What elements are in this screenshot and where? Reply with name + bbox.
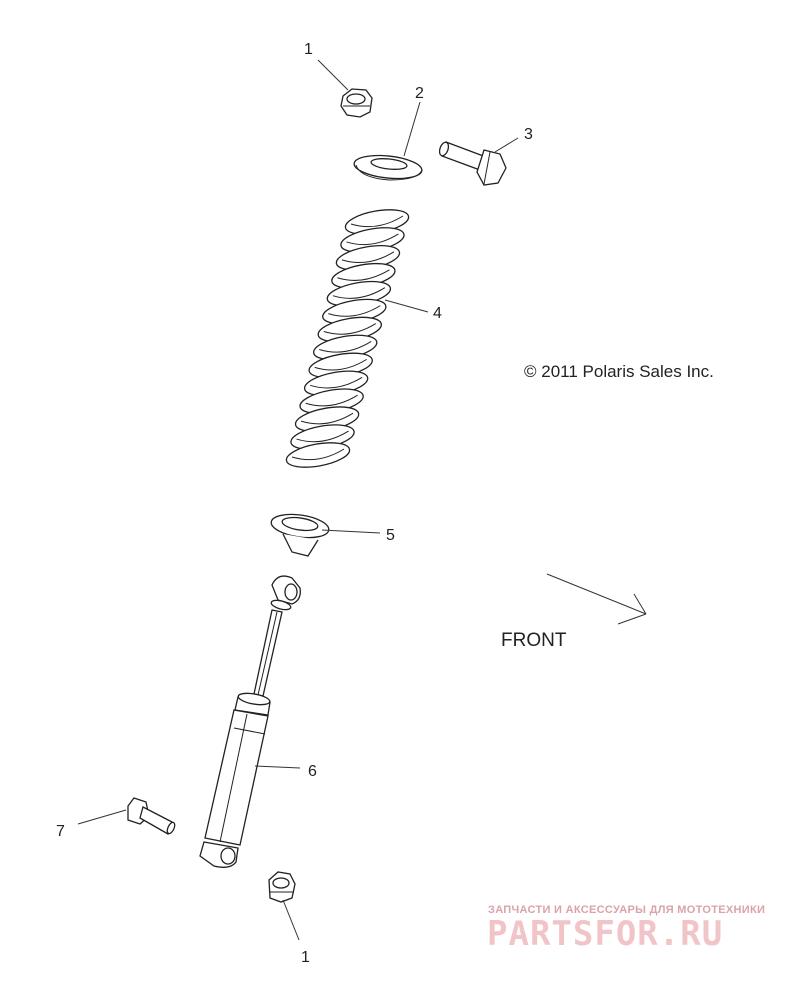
callout-2: 2 [415,85,424,102]
spring-coil-inner [328,305,381,317]
shock-absorber [199,575,301,868]
callout-5: 5 [386,527,395,544]
bolt-top [438,141,507,186]
spring-coil-inner [332,287,386,299]
leader-1-bottom [282,899,300,941]
callout-4: 4 [433,305,442,322]
spring-coil-inner [314,358,367,371]
spring-coil-inner [337,269,390,281]
spring-coil-inner [346,233,399,246]
coil-spring [285,209,410,468]
callout-7: 7 [56,823,65,840]
spring-seat [270,513,330,557]
callout-1-bottom: 1 [301,949,310,966]
spring-coil-inner [305,394,358,407]
nut-bottom [268,871,296,903]
spring-coil-inner [350,215,404,228]
copyright-text: © 2011 Polaris Sales Inc. [524,362,714,381]
leader-4 [384,299,429,313]
watermark-logo: ЗАПЧАСТИ И АКСЕССУАРЫ ДЛЯ МОТОТЕХНИКИ PA… [487,904,765,954]
front-label: FRONT [501,630,567,651]
spring-coil-inner [291,448,345,461]
leader-5 [321,529,381,534]
leader-6 [254,765,301,769]
leader-7 [77,809,127,825]
callout-1-top: 1 [304,41,313,58]
spring-coil-inner [341,251,395,263]
watermark-tagline: ЗАПЧАСТИ И АКСЕССУАРЫ ДЛЯ МОТОТЕХНИКИ [488,904,765,916]
callout-3: 3 [524,126,533,143]
spring-coil-inner [323,323,377,335]
spring-coil-inner [296,430,349,443]
spring-retainer-washer [353,154,423,181]
nut-top [340,88,373,118]
spring-coil [285,442,351,468]
spring-coil-inner [310,376,363,389]
front-direction-arrow [546,573,647,625]
leader-1-top [317,59,349,91]
leader-3 [494,137,519,153]
spring-coil-inner [319,341,372,353]
leader-2 [403,101,421,157]
spring-coil-inner [300,412,354,425]
bolt-bottom [127,797,176,835]
callout-6: 6 [308,763,317,780]
watermark-brand: PARTSFOR.RU [487,914,723,954]
